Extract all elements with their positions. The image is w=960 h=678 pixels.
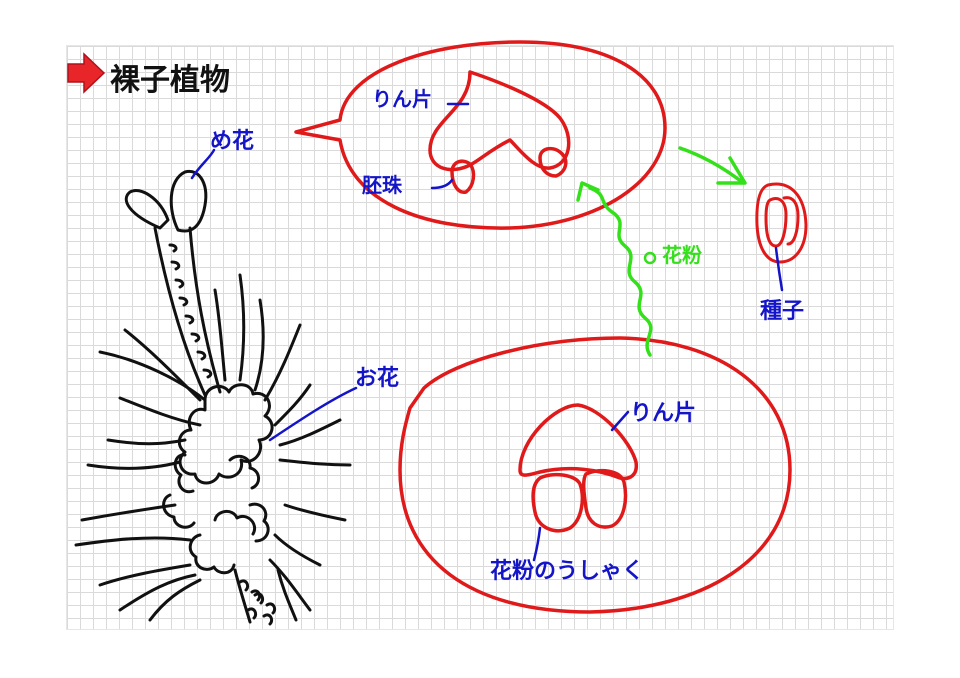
red-arrow-icon <box>67 52 106 94</box>
seed-drawing <box>755 182 808 264</box>
label-male-flower: お花 <box>355 365 399 391</box>
pine-branch-sketch <box>74 169 352 626</box>
label-scale-top: りん片 <box>372 87 432 111</box>
label-female-flower: め花 <box>210 128 254 154</box>
label-ovule: 胚珠 <box>362 173 403 197</box>
label-scale-bottom: りん片 <box>630 401 696 426</box>
pollen-arrow <box>576 181 653 357</box>
fertilization-arrow <box>678 146 747 185</box>
female-flower-bubble <box>294 40 667 230</box>
label-seed: 種子 <box>760 299 804 324</box>
page-title: 裸子植物 <box>110 63 230 98</box>
grid-paper <box>66 45 894 630</box>
pollen-label-group: 花粉 <box>643 243 702 267</box>
male-flower-bubble <box>398 336 792 614</box>
label-pollen-sac: 花粉のうしゃく <box>490 558 644 584</box>
leader-lines <box>190 102 784 562</box>
label-pollen: 花粉 <box>662 243 702 267</box>
label-group: め花 お花 りん片 胚珠 りん片 花粉のうしゃく 種子 <box>210 87 804 584</box>
